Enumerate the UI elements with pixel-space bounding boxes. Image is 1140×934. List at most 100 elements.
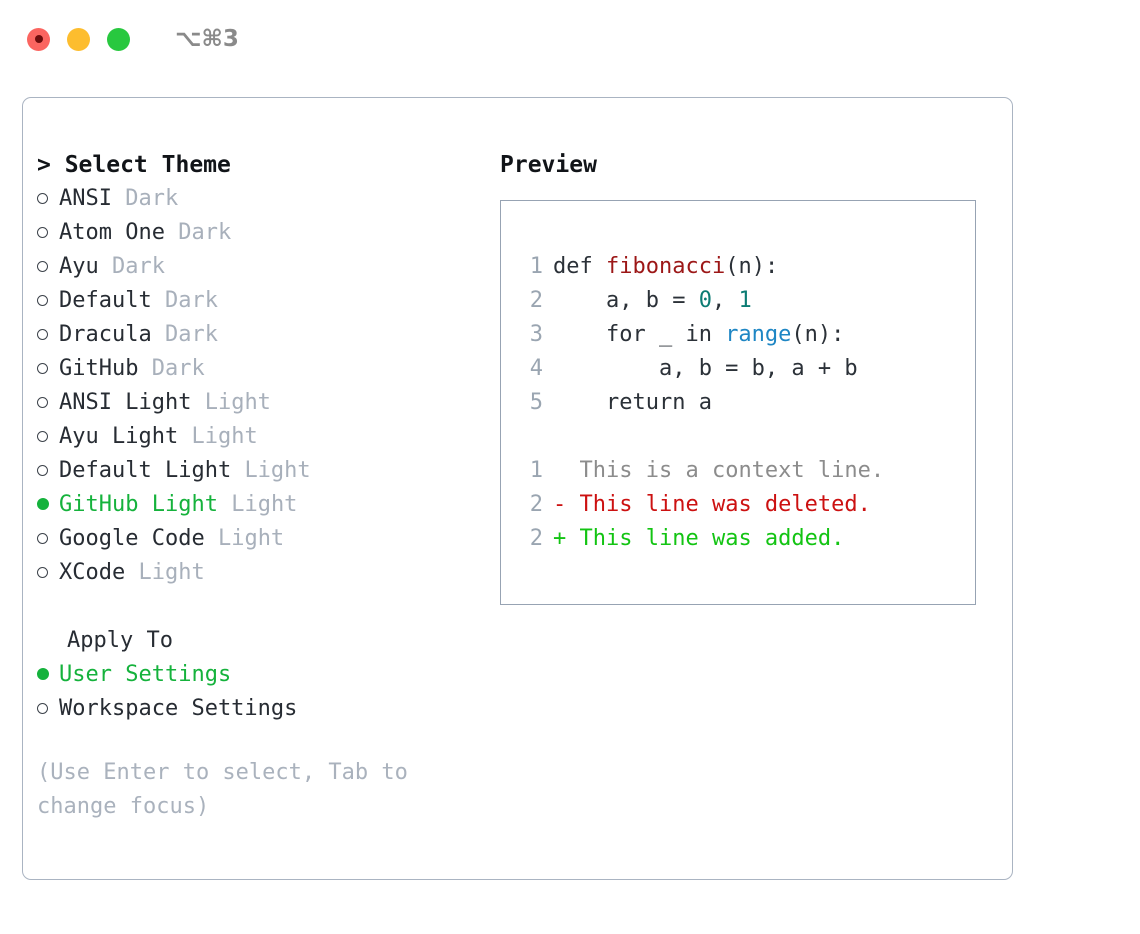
radio-unselected-icon[interactable] bbox=[37, 249, 59, 283]
code-token: (n): bbox=[725, 254, 779, 279]
theme-name: Default bbox=[59, 288, 152, 313]
radio-selected-icon[interactable] bbox=[37, 657, 59, 691]
code-token: a, b = b, a + b bbox=[553, 356, 858, 381]
line-number: 1 bbox=[529, 254, 543, 279]
theme-list-item[interactable]: ANSI Light Light bbox=[37, 386, 497, 420]
radio-unselected-icon[interactable] bbox=[37, 521, 59, 555]
line-number: 5 bbox=[529, 390, 543, 415]
line-number: 2 bbox=[529, 492, 543, 517]
keyboard-hint-text: (Use Enter to select, Tab to change focu… bbox=[37, 760, 422, 819]
select-theme-heading: > Select Theme bbox=[37, 152, 231, 178]
line-number: 4 bbox=[529, 356, 543, 381]
theme-name: XCode bbox=[59, 560, 126, 585]
theme-list-item[interactable]: Default Dark bbox=[37, 284, 497, 318]
code-token: a, b = bbox=[553, 288, 699, 313]
theme-variant-badge: Light bbox=[204, 390, 271, 415]
theme-name: ANSI bbox=[59, 186, 112, 211]
theme-list-item[interactable]: Ayu Light Light bbox=[37, 420, 497, 454]
code-line: 4 a, b = b, a + b bbox=[517, 352, 884, 386]
radio-unselected-icon[interactable] bbox=[37, 419, 59, 453]
radio-unselected-icon[interactable] bbox=[37, 317, 59, 351]
radio-selected-icon[interactable] bbox=[37, 487, 59, 521]
theme-name: GitHub bbox=[59, 356, 139, 381]
line-number: 2 bbox=[529, 526, 543, 551]
code-line: 2 a, b = 0, 1 bbox=[517, 284, 884, 318]
radio-unselected-icon[interactable] bbox=[37, 283, 59, 317]
theme-name: Ayu Light bbox=[59, 424, 179, 449]
code-token: def bbox=[553, 254, 606, 279]
code-token: 0 bbox=[698, 288, 712, 313]
radio-unselected-icon[interactable] bbox=[37, 181, 59, 215]
theme-variant-badge: Dark bbox=[112, 254, 165, 279]
window-controls bbox=[27, 27, 130, 51]
theme-list-item[interactable]: ANSI Dark bbox=[37, 182, 497, 216]
diff-text: This line was added. bbox=[579, 526, 845, 551]
theme-variant-badge: Light bbox=[217, 526, 285, 551]
radio-unselected-icon[interactable] bbox=[37, 555, 59, 589]
title-bar: ⌥⌘3 bbox=[0, 0, 1140, 78]
theme-name: Ayu bbox=[59, 254, 99, 279]
theme-name: GitHub Light bbox=[59, 492, 218, 517]
code-token: range bbox=[725, 322, 792, 347]
apply-to-heading: Apply To bbox=[67, 628, 173, 653]
radio-unselected-icon[interactable] bbox=[37, 215, 59, 249]
theme-variant-badge: Light bbox=[244, 458, 311, 483]
diff-line: 1 This is a context line. bbox=[517, 454, 884, 488]
code-token: , bbox=[711, 288, 739, 313]
theme-variant-badge: Dark bbox=[125, 186, 179, 211]
theme-variant-badge: Dark bbox=[178, 220, 232, 245]
code-blank-line bbox=[517, 420, 884, 454]
line-number: 1 bbox=[529, 458, 543, 483]
diff-text: This is a context line. bbox=[579, 458, 885, 483]
theme-variant-badge: Light bbox=[231, 492, 298, 517]
theme-name: Atom One bbox=[59, 220, 165, 245]
keyboard-shortcut-label: ⌥⌘3 bbox=[175, 26, 239, 52]
diff-marker: - bbox=[553, 492, 580, 517]
theme-variant-badge: Light bbox=[138, 560, 205, 585]
code-token: for _ in bbox=[553, 322, 726, 347]
theme-list-item[interactable]: GitHub Light Light bbox=[37, 488, 497, 522]
preview-heading: Preview bbox=[500, 152, 597, 178]
close-button[interactable] bbox=[27, 27, 50, 51]
radio-unselected-icon[interactable] bbox=[37, 385, 59, 419]
diff-marker: + bbox=[553, 526, 580, 551]
theme-list-item[interactable]: Atom One Dark bbox=[37, 216, 497, 250]
minimize-button[interactable] bbox=[67, 27, 90, 51]
line-number: 2 bbox=[529, 288, 543, 313]
theme-list-item[interactable]: Default Light Light bbox=[37, 454, 497, 488]
apply-to-label: User Settings bbox=[59, 662, 232, 687]
theme-variant-badge: Dark bbox=[151, 356, 205, 381]
theme-variant-badge: Light bbox=[191, 424, 258, 449]
diff-marker bbox=[553, 458, 580, 483]
theme-list-item[interactable]: GitHub Dark bbox=[37, 352, 497, 386]
apply-to-label: Workspace Settings bbox=[59, 696, 298, 721]
theme-name: Google Code bbox=[59, 526, 205, 551]
theme-name: ANSI Light bbox=[59, 390, 192, 415]
radio-unselected-icon[interactable] bbox=[37, 351, 59, 385]
theme-list-item[interactable]: XCode Light bbox=[37, 556, 497, 590]
theme-name: Default Light bbox=[59, 458, 232, 483]
apply-to-item[interactable]: User Settings bbox=[37, 658, 497, 692]
maximize-button[interactable] bbox=[107, 27, 130, 51]
theme-list-item[interactable]: Ayu Dark bbox=[37, 250, 497, 284]
radio-unselected-icon[interactable] bbox=[37, 691, 59, 725]
theme-list-item[interactable]: Dracula Dark bbox=[37, 318, 497, 352]
radio-unselected-icon[interactable] bbox=[37, 453, 59, 487]
code-line: 3 for _ in range(n): bbox=[517, 318, 884, 352]
theme-name: Dracula bbox=[59, 322, 152, 347]
apply-to-item[interactable]: Workspace Settings bbox=[37, 692, 497, 726]
code-token: return a bbox=[553, 390, 712, 415]
code-token: 1 bbox=[738, 288, 752, 313]
theme-variant-badge: Dark bbox=[164, 322, 218, 347]
theme-list-item[interactable]: Google Code Light bbox=[37, 522, 497, 556]
line-number: 3 bbox=[529, 322, 543, 347]
diff-line: 2 + This line was added. bbox=[517, 522, 884, 556]
